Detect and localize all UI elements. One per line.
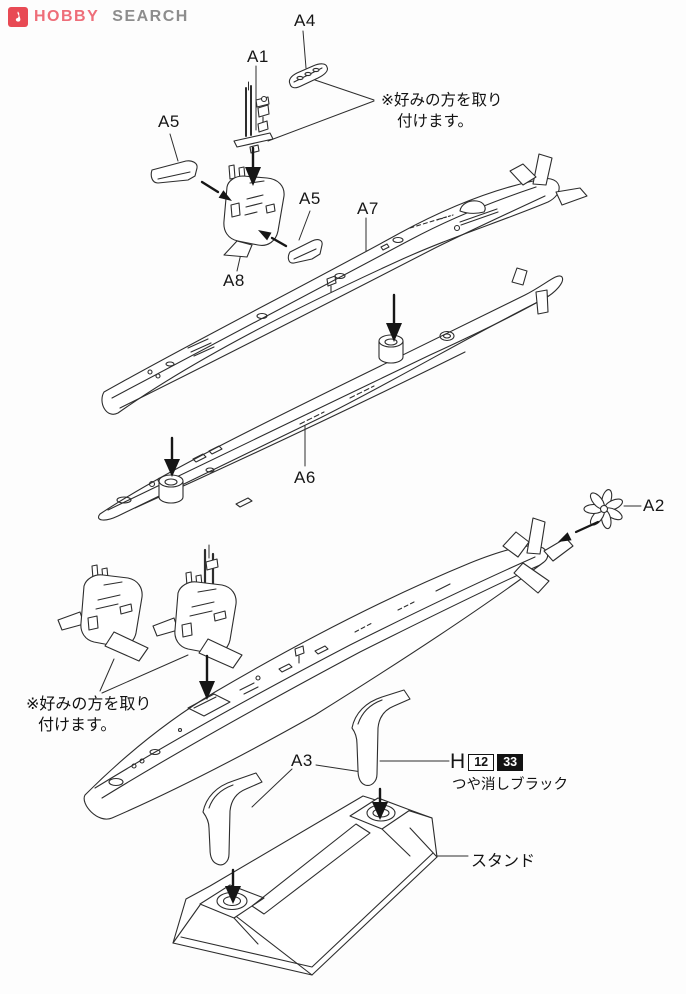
sail-option-plain-drawing [57,564,149,662]
part-label-a2: A2 [643,496,665,515]
cradle-a3-left-drawing [202,772,263,866]
part-label-a5-left: A5 [158,112,180,131]
antenna-a4-drawing [288,63,328,89]
lower-hull-a6-drawing [98,267,564,521]
part-label-a8: A8 [223,271,245,290]
note-line2: 付けます。 [397,113,473,130]
paint-color-name: つや消しブラック [452,777,568,793]
hobby-search-logo: HOBBY SEARCH [8,7,189,27]
paint-code-mrcolor: 33 [497,753,524,771]
paint-code-aqueous: 12 [468,753,495,771]
propeller-a2-drawing [583,489,624,530]
periscope-a1-drawing [233,81,274,154]
mounting-post-stern [378,334,404,364]
part-label-a6: A6 [294,468,316,487]
logo-text-primary: HOBBY [34,8,100,25]
part-label-a4: A4 [294,11,316,30]
note-line1: ※好みの方を取り [26,696,152,713]
flame-icon [8,7,28,27]
part-label-a7: A7 [357,199,379,218]
note-line1: ※好みの方を取り [381,92,503,109]
note-line2: 付けます。 [38,717,117,734]
stand-label: スタンド [471,853,536,870]
assembly-arrows [164,146,600,904]
fin-a5-right-drawing [287,239,323,264]
deck-details-a7 [147,208,499,379]
sail-a8-drawing [223,164,285,258]
deck-details-assembled [108,583,451,787]
assembled-submarine-drawing [83,517,574,820]
preference-note-top: ※好みの方を取り 付けます。 [381,90,503,132]
sail-option-periscopes-drawing [152,544,243,669]
part-label-a3: A3 [291,751,313,770]
paint-callout: H 12 33 [450,750,524,774]
preference-note-bottom: ※好みの方を取り 付けます。 [26,694,151,736]
upper-hull-a7-drawing [101,153,588,415]
part-label-a5-right: A5 [299,189,321,208]
part-label-a1: A1 [247,47,269,66]
cradle-a3-right-drawing [351,689,411,786]
paint-prefix: H [450,750,466,773]
logo-text-secondary: SEARCH [112,8,189,25]
mounting-post-bow [158,474,184,504]
fin-a5-left-drawing [150,160,198,184]
